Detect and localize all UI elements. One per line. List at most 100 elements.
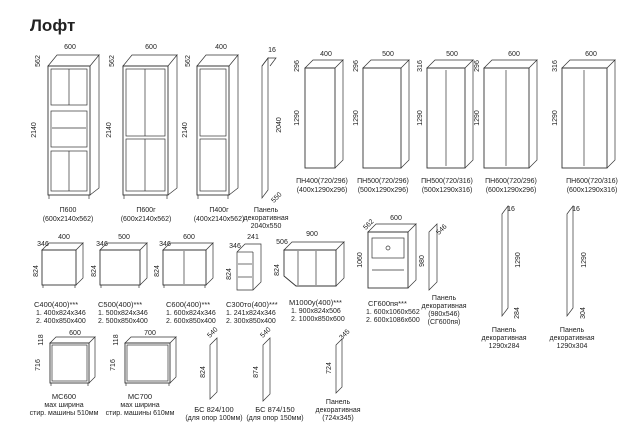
caption-line: С500(400)*** [98, 300, 142, 309]
caption-line: мах ширина [120, 402, 159, 409]
caption-line: (600х1290х296) [486, 187, 537, 194]
caption-line: 1. 600х824х346 [166, 310, 216, 317]
caption-line: (600х2140х562) [121, 216, 172, 223]
dim-thickness: 16 [572, 206, 580, 213]
dim-width: 600 [390, 215, 402, 222]
caption-line: Панель [326, 399, 351, 406]
caption-line: Панель [492, 327, 517, 334]
dim-height: 980 [419, 255, 426, 267]
dim-height: 1290 [294, 110, 301, 126]
caption-line: (500х1290х296) [358, 187, 409, 194]
dim-width: 400 [58, 234, 70, 241]
dim-thickness: 16 [268, 47, 276, 54]
dim-height: 716 [35, 359, 42, 371]
dim-depth: 118 [38, 334, 45, 345]
caption-line: ПН400(720/296) [296, 178, 348, 185]
dim-width: 600 [69, 330, 81, 337]
caption-line: (500х1290х316) [422, 187, 473, 194]
caption-line: С600(400)*** [166, 300, 210, 309]
dim-height: 874 [253, 366, 260, 378]
caption-line: (600х1290х316) [567, 187, 618, 194]
caption-line: СГ600пя*** [368, 299, 407, 308]
dim-depth: 562 [362, 218, 375, 231]
caption-line: (СГ600пя) [428, 319, 461, 326]
dim-height: 1290 [552, 110, 559, 126]
page-title: Лофт [30, 16, 76, 35]
caption-line: декоративная [481, 335, 526, 342]
caption-line: ПН500(720/296) [357, 178, 409, 185]
panel-2040 [261, 56, 277, 200]
dim-width: 500 [382, 51, 394, 58]
caption-line: (400х1290х296) [297, 187, 348, 194]
panel-724 [335, 338, 343, 394]
dim-depth: 346 [159, 241, 171, 248]
dim-height: 1290 [581, 252, 588, 268]
caption-line: мах ширина [44, 402, 83, 409]
dim-height: 1290 [474, 110, 481, 126]
cabinet-pn500-316 [426, 59, 474, 169]
dim-depth: 562 [35, 55, 42, 67]
caption-line: (600х2140х562) [43, 216, 94, 223]
dim-depth: 345 [338, 328, 351, 341]
cabinet-pn600-316 [561, 59, 616, 169]
dim-depth: 346 [229, 243, 241, 250]
caption-line: 1290х304 [557, 343, 588, 350]
caption-line: декоративная [243, 215, 288, 222]
caption-line: (400х2140х562) [194, 216, 245, 223]
cabinet-pn600-296 [483, 59, 538, 169]
caption-line: декоративная [315, 407, 360, 414]
caption-line: (724х345) [322, 415, 354, 422]
dim-width: 500 [118, 234, 130, 241]
cabinet-mc700 [124, 336, 177, 386]
dim-depth: 346 [37, 241, 49, 248]
dim-thickness: 16 [507, 206, 515, 213]
dim-height: 824 [226, 268, 233, 280]
cabinet-pn500-296 [362, 59, 410, 169]
caption-line: 2. 1000х850х600 [291, 316, 345, 323]
dim-depth: 562 [185, 55, 192, 67]
caption-line: 2. 300х850х400 [226, 318, 276, 325]
caption-line: С400(400)*** [34, 300, 78, 309]
dim-height: 1290 [515, 252, 522, 268]
dim-depth: 296 [294, 60, 301, 72]
dim-width: 400 [320, 51, 332, 58]
caption-line: 1. 600х1060х562 [366, 309, 420, 316]
dim-depth: 346 [96, 241, 108, 248]
panel-bc824 [209, 337, 218, 400]
caption-line: БС 874/150 [255, 405, 294, 414]
caption-line: 2. 400х850х400 [36, 318, 86, 325]
dim-width: 600 [64, 44, 76, 51]
dim-height: 2140 [31, 122, 38, 138]
dim-depth: 284 [514, 307, 521, 319]
dim-width: 700 [144, 330, 156, 337]
panel-1290-304 [566, 204, 574, 318]
caption-line: ПН600(720/296) [485, 178, 537, 185]
caption-line: Панель [254, 207, 279, 214]
cabinet-p600g [122, 54, 178, 199]
caption-line: 2. 500х850х400 [98, 318, 148, 325]
caption-line: МС700 [128, 392, 152, 401]
dim-height: 716 [110, 359, 117, 371]
caption-line: (980х546) [428, 311, 460, 318]
dim-width: 241 [247, 234, 259, 241]
dim-height: 824 [274, 264, 281, 276]
dim-width: 600 [508, 51, 520, 58]
caption-line: 2040х550 [251, 223, 282, 230]
cabinet-mc600 [49, 336, 96, 386]
dim-depth: 506 [276, 239, 288, 246]
caption-line: 1. 400х824х346 [36, 310, 86, 317]
panel-980 [428, 223, 438, 291]
caption-line: БС 824/100 [194, 405, 233, 414]
caption-line: 1290х284 [489, 343, 520, 350]
caption-line: МС600 [52, 392, 76, 401]
caption-line: М1000у(400)*** [289, 298, 342, 307]
dim-height: 824 [33, 265, 40, 277]
panel-bc874 [262, 337, 271, 402]
caption-line: 1. 500х824х346 [98, 310, 148, 317]
dim-depth: 296 [474, 60, 481, 72]
caption-line: стир. машины 610мм [106, 410, 175, 417]
caption-line: Панель [432, 295, 457, 302]
dim-height: 824 [154, 265, 161, 277]
dim-depth: 304 [580, 307, 587, 319]
caption-line: декоративная [549, 335, 594, 342]
